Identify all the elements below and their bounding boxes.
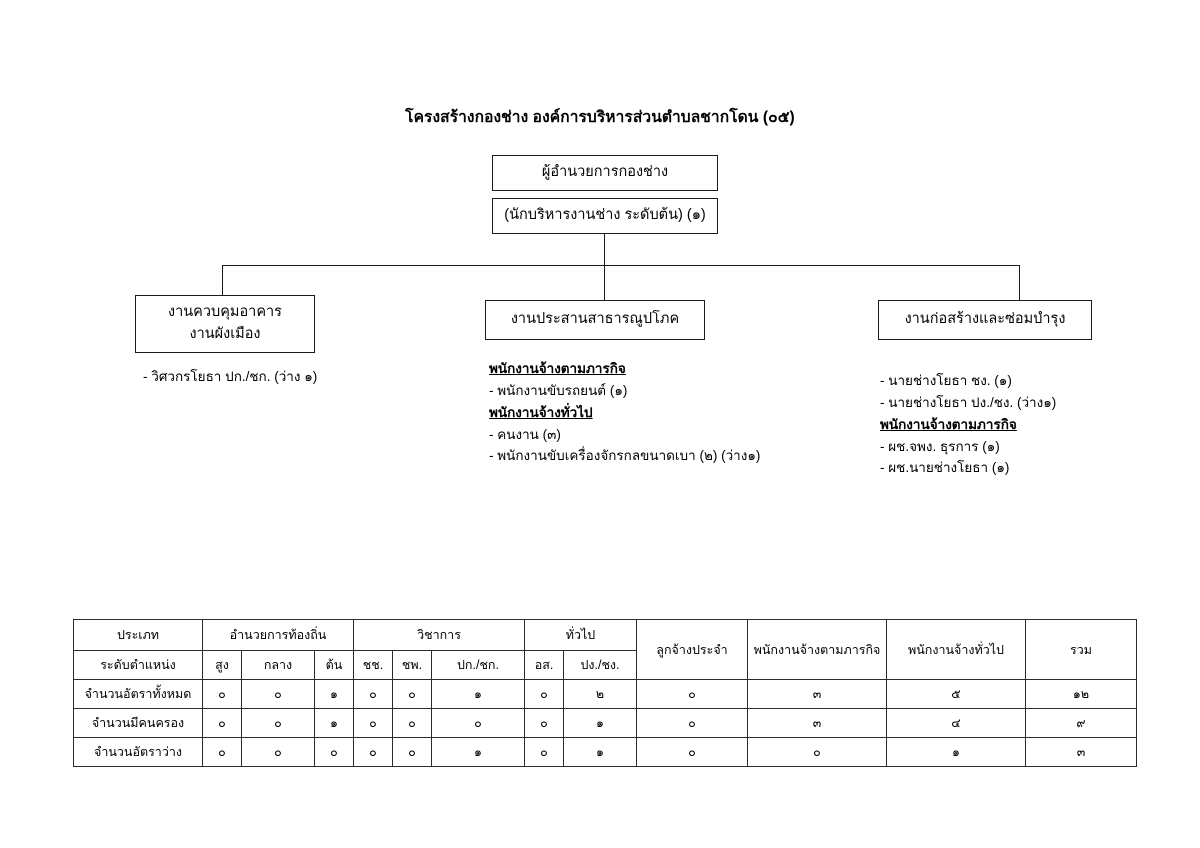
- box-director-label: ผู้อำนวยการกองช่าง: [541, 164, 669, 181]
- box-public-utility: งานประสานสาธารณูปโภค: [485, 300, 705, 340]
- table-cell: ๐: [392, 708, 432, 738]
- table-cell: ๐: [241, 708, 315, 738]
- table-cell: ๐: [353, 679, 393, 709]
- table-row: จำนวนอัตราว่าง๐๐๐๐๐๑๐๑๐๐๑๓: [73, 737, 1137, 767]
- table-cell: ๐: [392, 737, 432, 767]
- table-cell: ๑: [563, 708, 637, 738]
- detail-list-item: - คนงาน (๓): [489, 426, 561, 442]
- header-row-levels: ระดับตำแหน่งสูงกลางต้นชช.ชพ.ปก./ชก.อส.ปง…: [73, 650, 1137, 680]
- table-cell: ๑: [431, 737, 525, 767]
- summary-table-wrap: ประเภทอำนวยการท้องถิ่นวิชาการทั่วไปลูกจ้…: [73, 619, 1137, 767]
- row-label: จำนวนอัตราทั้งหมด: [73, 679, 203, 709]
- summary-table-head: ประเภทอำนวยการท้องถิ่นวิชาการทั่วไปลูกจ้…: [73, 619, 1137, 680]
- table-cell: ๐: [636, 679, 748, 709]
- table-cell: ๑: [886, 737, 1026, 767]
- table-cell: ๐: [524, 708, 564, 738]
- th-category: ประเภท: [73, 619, 203, 651]
- table-cell: ๑: [431, 679, 525, 709]
- table-cell: ๙: [1025, 708, 1137, 738]
- th-sublevel: สูง: [202, 650, 242, 680]
- connector-drop-left: [222, 265, 224, 295]
- th-sublevel: ชพ.: [392, 650, 432, 680]
- th-employment-type: พนักงานจ้างตามภารกิจ: [747, 619, 887, 680]
- table-cell: ๐: [524, 737, 564, 767]
- th-sublevel: ชช.: [353, 650, 393, 680]
- detail-list-item: - พนักงานขับรถยนต์ (๑): [489, 382, 628, 398]
- box-construction-maintenance: งานก่อสร้างและซ่อมบำรุง: [878, 300, 1092, 340]
- box-director-level: (นักบริหารงานช่าง ระดับต้น) (๑): [492, 198, 718, 234]
- detail-list-item: - นายช่างโยธา ชง. (๑): [880, 373, 1012, 388]
- table-cell: ๐: [524, 679, 564, 709]
- connector-horizontal-bus: [222, 265, 1020, 267]
- row-label: จำนวนมีคนครอง: [73, 708, 203, 738]
- th-sublevel: ปง./ชง.: [563, 650, 637, 680]
- table-cell: ๐: [353, 708, 393, 738]
- th-position-level: ระดับตำแหน่ง: [73, 650, 203, 680]
- th-sublevel: ต้น: [314, 650, 354, 680]
- connector-trunk: [604, 234, 606, 266]
- box-director-level-label: (นักบริหารงานช่าง ระดับต้น) (๑): [504, 207, 706, 224]
- th-group: อำนวยการท้องถิ่น: [202, 619, 354, 651]
- th-employment-type: พนักงานจ้างทั่วไป: [886, 619, 1026, 680]
- table-cell: ๐: [392, 679, 432, 709]
- table-cell: ๐: [241, 679, 315, 709]
- connector-drop-center: [604, 265, 606, 300]
- th-sublevel: อส.: [524, 650, 564, 680]
- table-cell: ๓: [1025, 737, 1137, 767]
- detail-list-item: - ผช.นายช่างโยธา (๑): [880, 460, 1010, 476]
- table-cell: ๒: [563, 679, 637, 709]
- table-cell: ๐: [353, 737, 393, 767]
- details-construction-maintenance: - นายช่างโยธา ชง. (๑) - นายช่างโยธา ปง./ช…: [880, 370, 1140, 479]
- th-sublevel: กลาง: [241, 650, 315, 680]
- th-employment-type: รวม: [1025, 619, 1137, 680]
- table-cell: ๐: [202, 679, 242, 709]
- box-public-utility-label: งานประสานสาธารณูปโภค: [510, 311, 680, 328]
- table-cell: ๐: [202, 737, 242, 767]
- box-building-control-line2: งานผังเมือง: [189, 326, 261, 342]
- detail-group-header: พนักงานจ้างทั่วไป: [489, 404, 593, 420]
- table-cell: ๑: [314, 708, 354, 738]
- table-cell: ๐: [636, 737, 748, 767]
- header-row-groups: ประเภทอำนวยการท้องถิ่นวิชาการทั่วไปลูกจ้…: [73, 619, 1137, 680]
- table-cell: ๐: [636, 708, 748, 738]
- summary-table-body: จำนวนอัตราทั้งหมด๐๐๑๐๐๑๐๒๐๓๕๑๒จำนวนมีคนค…: [73, 679, 1137, 767]
- table-cell: ๑: [563, 737, 637, 767]
- row-label: จำนวนอัตราว่าง: [73, 737, 203, 767]
- detail-group-header: พนักงานจ้างตามภารกิจ: [489, 361, 626, 376]
- table-row: จำนวนอัตราทั้งหมด๐๐๑๐๐๑๐๒๐๓๕๑๒: [73, 679, 1137, 709]
- details-building-control: - วิศวกรโยธา ปก./ชก. (ว่าง ๑): [143, 366, 403, 388]
- detail-group-header: พนักงานจ้างตามภารกิจ: [880, 416, 1017, 432]
- table-cell: ๓: [747, 708, 887, 738]
- table-cell: ๑๒: [1025, 679, 1137, 709]
- th-group: วิชาการ: [353, 619, 525, 651]
- page-title: โครงสร้างกองช่าง องค์การบริหารส่วนตำบลชา…: [405, 109, 795, 126]
- table-cell: ๑: [314, 679, 354, 709]
- th-group: ทั่วไป: [524, 619, 637, 651]
- connector-drop-right: [1019, 265, 1021, 300]
- table-cell: ๐: [241, 737, 315, 767]
- detail-list-item: - พนักงานขับเครื่องจักรกลขนาดเบา (๒) (ว่…: [489, 448, 761, 464]
- box-building-control: งานควบคุมอาคาร งานผังเมือง: [135, 295, 315, 353]
- box-building-control-line1: งานควบคุมอาคาร: [168, 304, 282, 321]
- detail-list-item: - นายช่างโยธา ปง./ชง. (ว่าง๑): [880, 394, 1057, 410]
- summary-table: ประเภทอำนวยการท้องถิ่นวิชาการทั่วไปลูกจ้…: [73, 619, 1137, 767]
- table-cell: ๓: [747, 679, 887, 709]
- table-cell: ๐: [314, 737, 354, 767]
- box-construction-maintenance-label: งานก่อสร้างและซ่อมบำรุง: [904, 311, 1066, 328]
- th-employment-type: ลูกจ้างประจำ: [636, 619, 748, 680]
- th-sublevel: ปก./ชก.: [431, 650, 525, 680]
- details-public-utility: พนักงานจ้างตามภารกิจ - พนักงานขับรถยนต์ (…: [489, 358, 789, 467]
- box-director: ผู้อำนวยการกองช่าง: [492, 155, 718, 191]
- table-cell: ๐: [747, 737, 887, 767]
- table-cell: ๐: [431, 708, 525, 738]
- table-cell: ๕: [886, 679, 1026, 709]
- table-cell: ๐: [202, 708, 242, 738]
- table-row: จำนวนมีคนครอง๐๐๑๐๐๐๐๑๐๓๔๙: [73, 708, 1137, 738]
- table-cell: ๔: [886, 708, 1026, 738]
- detail-list-item: - ผช.จพง. ธุรการ (๑): [880, 438, 1000, 454]
- detail-list-item: - วิศวกรโยธา ปก./ชก. (ว่าง ๑): [143, 369, 318, 384]
